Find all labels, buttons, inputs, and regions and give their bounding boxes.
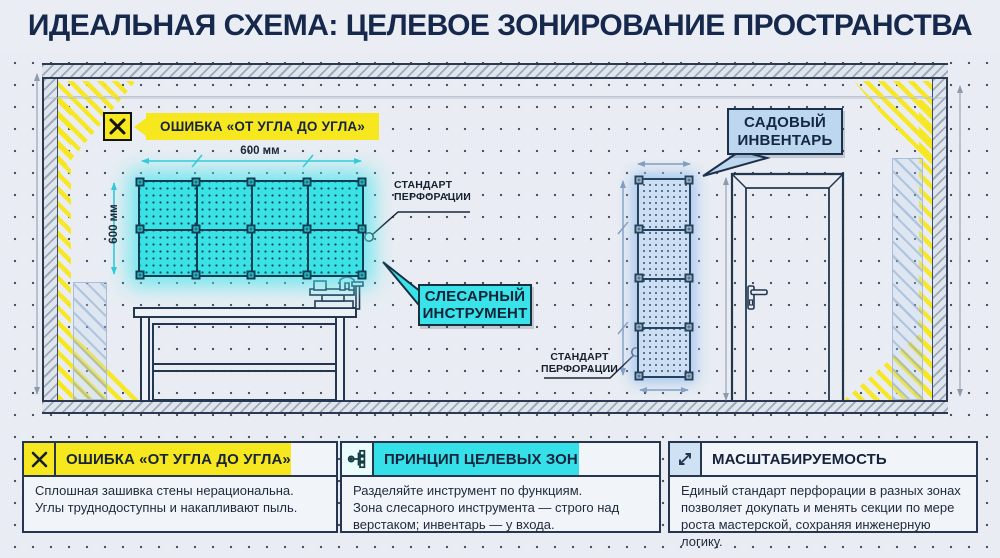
pegboard-clip	[684, 322, 694, 332]
pegboard-clip	[246, 177, 256, 187]
pegboard-clip	[684, 224, 694, 234]
pegboard-clip	[634, 273, 644, 283]
pegboard-clip	[357, 177, 367, 187]
pegboard-clip	[191, 177, 200, 187]
legend-panel-scalability: МАСШТАБИРУЕМОСТЬ Единый стандарт перфора…	[668, 441, 978, 549]
page-title: ИДЕАЛЬНАЯ СХЕМА: ЦЕЛЕВОЕ ЗОНИРОВАНИЕ ПРО…	[27, 9, 973, 42]
wall-left-band	[42, 79, 58, 400]
hatched-zone-right	[892, 158, 923, 400]
pegboard-clip	[191, 270, 200, 280]
pegboard-clip	[684, 371, 694, 381]
title-band	[0, 0, 1000, 54]
pegboard-divider	[639, 327, 689, 329]
pegboard-clip	[135, 224, 145, 233]
pegboard-clip	[246, 224, 256, 233]
error-corner-tag: ОШИБКА «ОТ УГЛА ДО УГЛА»	[146, 113, 380, 140]
legend-panel-body: Разделяйте инструмент по функциям. Зона …	[353, 483, 620, 532]
legend-panel-header: МАСШТАБИРУЕМОСТЬ	[670, 443, 976, 477]
scale-arrows-icon	[670, 443, 702, 475]
height-dimension-label: 600 мм	[108, 204, 120, 244]
legend-panel-title: ОШИБКА «ОТ УГЛА ДО УГЛА»	[66, 450, 291, 468]
pegboard-clip	[634, 322, 644, 332]
branch-zones-icon	[342, 443, 374, 475]
pegboard-clip	[634, 224, 644, 234]
pegboard-clip	[634, 175, 644, 185]
perforation-standard-label-bottom: СТАНДАРТ ПЕРФОРАЦИИ	[541, 351, 618, 376]
legend-panel-header: ОШИБКА «ОТ УГЛА ДО УГЛА»	[24, 443, 336, 477]
pegboard-clip	[191, 224, 200, 233]
title-highlight	[374, 443, 580, 475]
legend-panel-zones: ПРИНЦИП ЦЕЛЕВЫХ ЗОН Разделяйте инструмен…	[340, 441, 661, 533]
pegboard-main	[135, 177, 367, 280]
error-strip-left	[58, 100, 71, 400]
legend-panel-title: МАСШТАБИРУЕМОСТЬ	[712, 450, 887, 468]
garden-inventory-tag: САДОВЫЙ ИНВЕНТАРЬ	[727, 108, 843, 155]
pegboard-divider	[639, 229, 689, 231]
pegboard-clip	[135, 177, 145, 187]
floor-band	[42, 400, 948, 414]
wall-top-band	[42, 63, 948, 79]
pegboard-clip	[302, 177, 311, 187]
perforation-standard-label-top: СТАНДАРТ ПЕРФОРАЦИИ	[394, 179, 471, 204]
legend-panel-body: Единый стандарт перфорации в разных зона…	[681, 483, 961, 549]
width-dimension-label: 600 мм	[240, 145, 280, 157]
pegboard-divider	[639, 278, 689, 280]
pegboard-clip	[357, 224, 367, 233]
pegboard-clip	[135, 270, 145, 280]
legend-panel-header: ПРИНЦИП ЦЕЛЕВЫХ ЗОН	[342, 443, 659, 477]
wall-right-band	[932, 79, 948, 400]
legend-panel-body: Сплошная зашивка стены нерациональна. Уг…	[35, 483, 298, 515]
pegboard-clip	[246, 270, 256, 280]
pegboard-clip	[302, 224, 311, 233]
pegboard-clip	[357, 270, 367, 280]
legend-panel-error: ОШИБКА «ОТ УГЛА ДО УГЛА» Сплошная зашивк…	[22, 441, 338, 533]
pegboard-clip	[634, 371, 644, 381]
pegboard-clip	[302, 270, 311, 280]
hatched-zone-left	[73, 282, 107, 400]
title-highlight	[56, 443, 292, 475]
pegboard-clip	[684, 273, 694, 283]
pegboard-clip	[684, 175, 694, 185]
legend-panel-title: ПРИНЦИП ЦЕЛЕВЫХ ЗОН	[384, 450, 578, 468]
pegboard-strip	[634, 175, 694, 381]
locksmith-tools-tag: СЛЕСАРНЫЙ ИНСТРУМЕНТ	[418, 284, 532, 326]
error-x-icon	[103, 112, 132, 141]
wall-rail-line	[42, 96, 948, 97]
x-mark-icon	[24, 443, 56, 475]
